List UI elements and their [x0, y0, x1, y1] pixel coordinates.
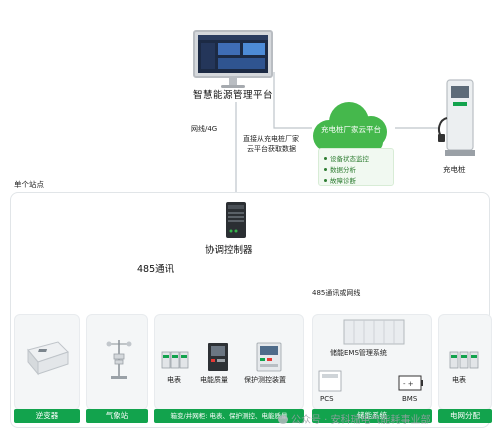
inverter-icon	[24, 340, 72, 376]
direct-label-2: 云平台获取数据	[247, 146, 296, 153]
ems-label: 储能EMS管理系统	[330, 350, 387, 357]
rs485-label: 485通讯	[137, 265, 174, 275]
bms-label: BMS	[402, 396, 417, 403]
charger-label: 充电桩	[443, 166, 466, 174]
feature-list: 设备状态监控 数据分析 故障诊断	[318, 148, 394, 186]
pcs-label: PCS	[320, 396, 334, 403]
feature-item: 数据分析	[330, 166, 356, 174]
platform-label: 智慧能源管理平台	[193, 91, 273, 101]
controller-icon	[222, 200, 250, 240]
watermark-prefix: 公众号 ·	[291, 415, 331, 426]
svg-text:- +: - +	[403, 380, 414, 388]
protection-device-icon	[256, 342, 282, 372]
direct-label-1: 直接从充电桩厂家	[243, 136, 299, 143]
cloud-label: 充电桩厂家云平台	[321, 126, 381, 134]
inverter-badge: 逆变器	[14, 409, 80, 423]
pcs-icon	[318, 370, 342, 392]
watermark-name: 安科瑞电气能耗事业部	[331, 415, 431, 426]
weather-station-icon	[104, 336, 134, 380]
platform-monitor	[193, 30, 273, 88]
meter-b-label: 电表	[452, 377, 466, 384]
feature-item: 设备状态监控	[330, 155, 369, 163]
wechat-icon	[278, 415, 288, 424]
watermark: 公众号 · 安科瑞电气能耗事业部	[278, 415, 431, 426]
meter-b-icon	[448, 348, 480, 370]
battery-icon: - +	[398, 373, 424, 391]
protection-label: 保护测控装置	[244, 377, 286, 384]
feature-item: 故障诊断	[330, 177, 356, 185]
meter-a-label: 电表	[167, 377, 181, 384]
meter-icon	[160, 348, 190, 370]
grid-badge: 电网分配	[438, 409, 492, 423]
weather-badge: 气象站	[86, 409, 148, 423]
rs485-or-net-label: 485通讯或网线	[312, 290, 360, 297]
power-quality-label: 电能质量	[200, 377, 228, 384]
power-quality-icon	[207, 342, 229, 372]
controller-label: 协调控制器	[205, 246, 253, 256]
charger-icon	[437, 78, 477, 160]
storage-cabinet-icon	[342, 318, 406, 346]
network-label: 网线/4G	[191, 126, 217, 133]
station-label: 单个站点	[14, 181, 44, 189]
